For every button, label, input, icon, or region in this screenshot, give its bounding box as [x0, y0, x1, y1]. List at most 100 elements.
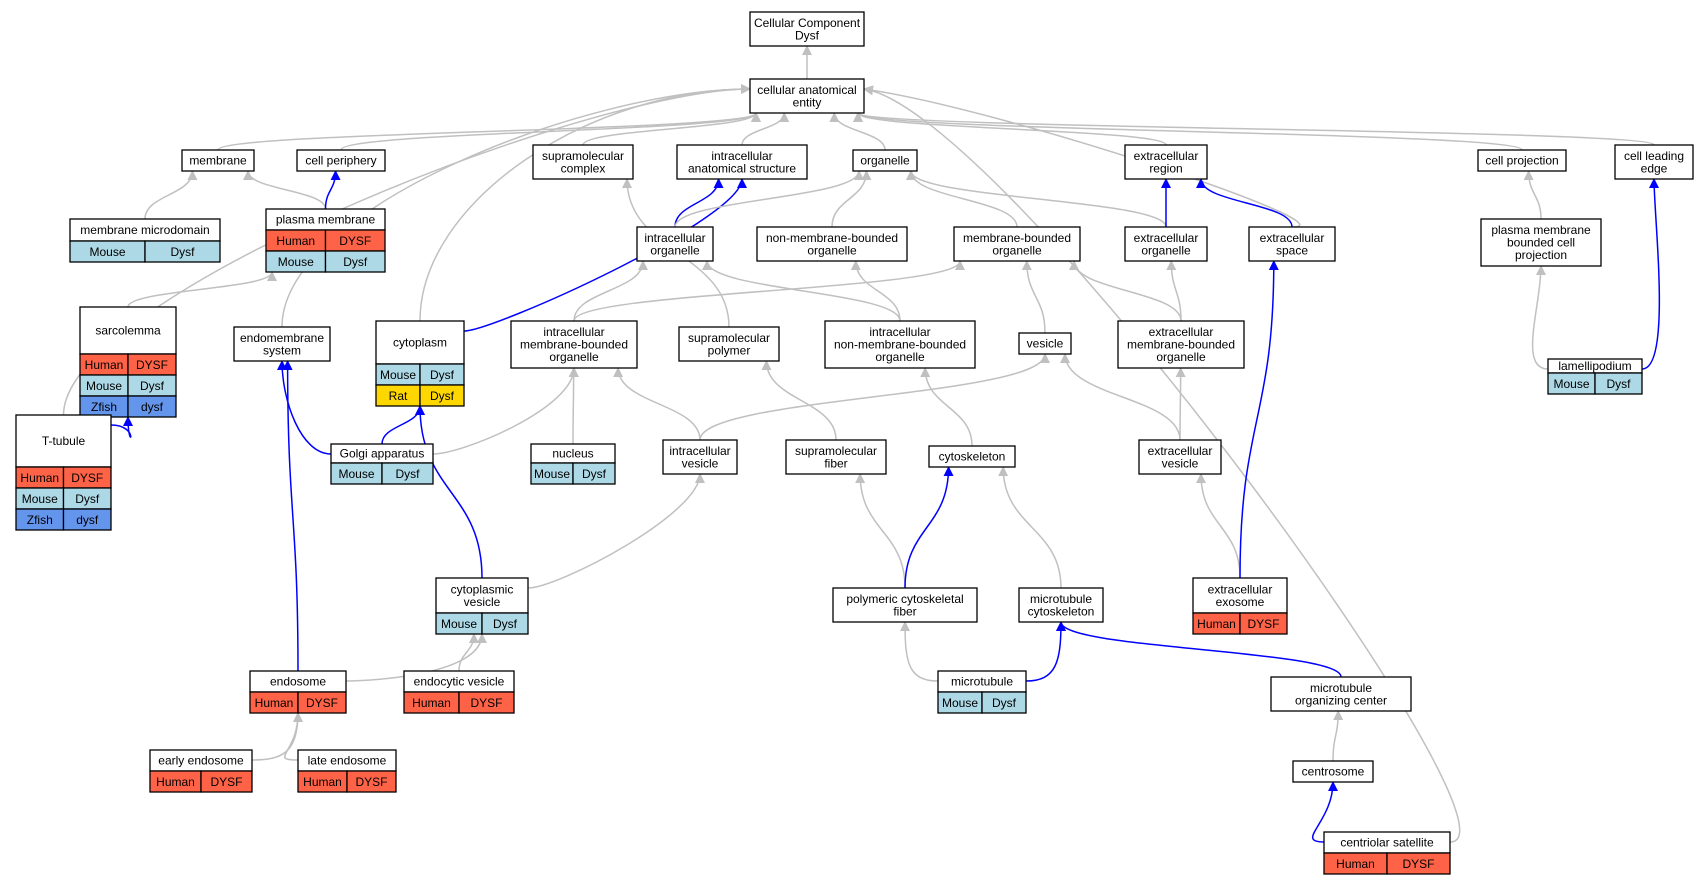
edge-intracellmbo-to-membraneboundedorganelle [573, 260, 965, 322]
edge-organelle-to-cae [829, 112, 886, 151]
edge-lateendosome-to-endosome [284, 712, 303, 761]
node-box [1248, 226, 1336, 262]
node-cellprojection[interactable]: cell projection [1477, 149, 1567, 172]
node-box [1124, 226, 1208, 262]
node-label: vesicle [682, 456, 719, 470]
edge-extracellspace-to-cae [863, 85, 1301, 228]
node-label: extracellular [1134, 231, 1199, 245]
node-label: extracellular [1148, 444, 1213, 458]
node-label: exosome [1216, 595, 1265, 609]
node-vesicle[interactable]: vesicle [1018, 332, 1072, 355]
node-box [749, 11, 865, 47]
species-label: Human [303, 775, 342, 789]
node-label: organizing center [1295, 693, 1387, 707]
node-cytoskeleton[interactable]: cytoskeleton [928, 445, 1016, 468]
node-organelle[interactable]: organelle [852, 149, 918, 172]
node-box [1477, 149, 1567, 172]
node-label: space [1276, 243, 1308, 257]
node-box [662, 439, 738, 475]
edge-plasmamembrane-to-cellperiphery [324, 170, 341, 210]
gene-cell [481, 612, 529, 635]
edge-pmboundedcellproj-to-cellprojection [1523, 170, 1542, 220]
edge-lamellipodium-to-cellleadingedge [1641, 178, 1661, 370]
gene-cell [324, 250, 386, 273]
node-label: organelle [650, 243, 700, 257]
node-label: organelle [875, 350, 925, 364]
node-intracellnmbo[interactable]: intracellularnon-membrane-boundedorganel… [824, 320, 976, 369]
edge-cytoplasm-to-intracellanat [463, 178, 747, 332]
edge-intracellorganelle-to-organelle [674, 170, 864, 228]
node-label: organelle [1156, 350, 1206, 364]
species-label: Human [20, 471, 59, 485]
edge-extracellmbo-to-membraneboundedorganelle [1069, 260, 1182, 322]
node-centrosome[interactable]: centrosome [1292, 760, 1374, 783]
node-box [824, 320, 976, 369]
edge-extracellvesicle-to-extracellmbo [1175, 367, 1186, 441]
node-label: membrane-bounded [963, 231, 1071, 245]
node-cellperiphery[interactable]: cell periphery [296, 149, 386, 172]
gene-label: Dysf [430, 389, 455, 403]
node-box [233, 326, 331, 362]
node-box [1292, 760, 1374, 783]
node-label: microtubule [1030, 592, 1092, 606]
node-label: membrane-bounded [520, 338, 628, 352]
node-label: bounded cell [1507, 236, 1575, 250]
node-label: membrane microdomain [80, 223, 209, 237]
node-label: Cellular Component [754, 16, 861, 30]
gene-cell [144, 240, 221, 263]
node-membrane[interactable]: membrane [181, 149, 255, 172]
node-label: anatomical structure [688, 161, 796, 175]
node-box [181, 149, 255, 172]
node-box [785, 439, 887, 475]
node-label: extracellular [1260, 231, 1325, 245]
node-label: non-membrane-bounded [834, 338, 966, 352]
edge-extracellspace-to-extracellregion [1196, 178, 1293, 228]
species-label: Mouse [86, 379, 122, 393]
node-label: endosome [270, 675, 326, 689]
edge-sarcolemma-to-plasmamembrane [127, 271, 277, 308]
node-label: fiber [893, 604, 916, 618]
node-box [1117, 320, 1245, 369]
node-box [749, 78, 865, 114]
node-label: vesicle [464, 595, 501, 609]
gene-label: Dysf [1607, 377, 1632, 391]
